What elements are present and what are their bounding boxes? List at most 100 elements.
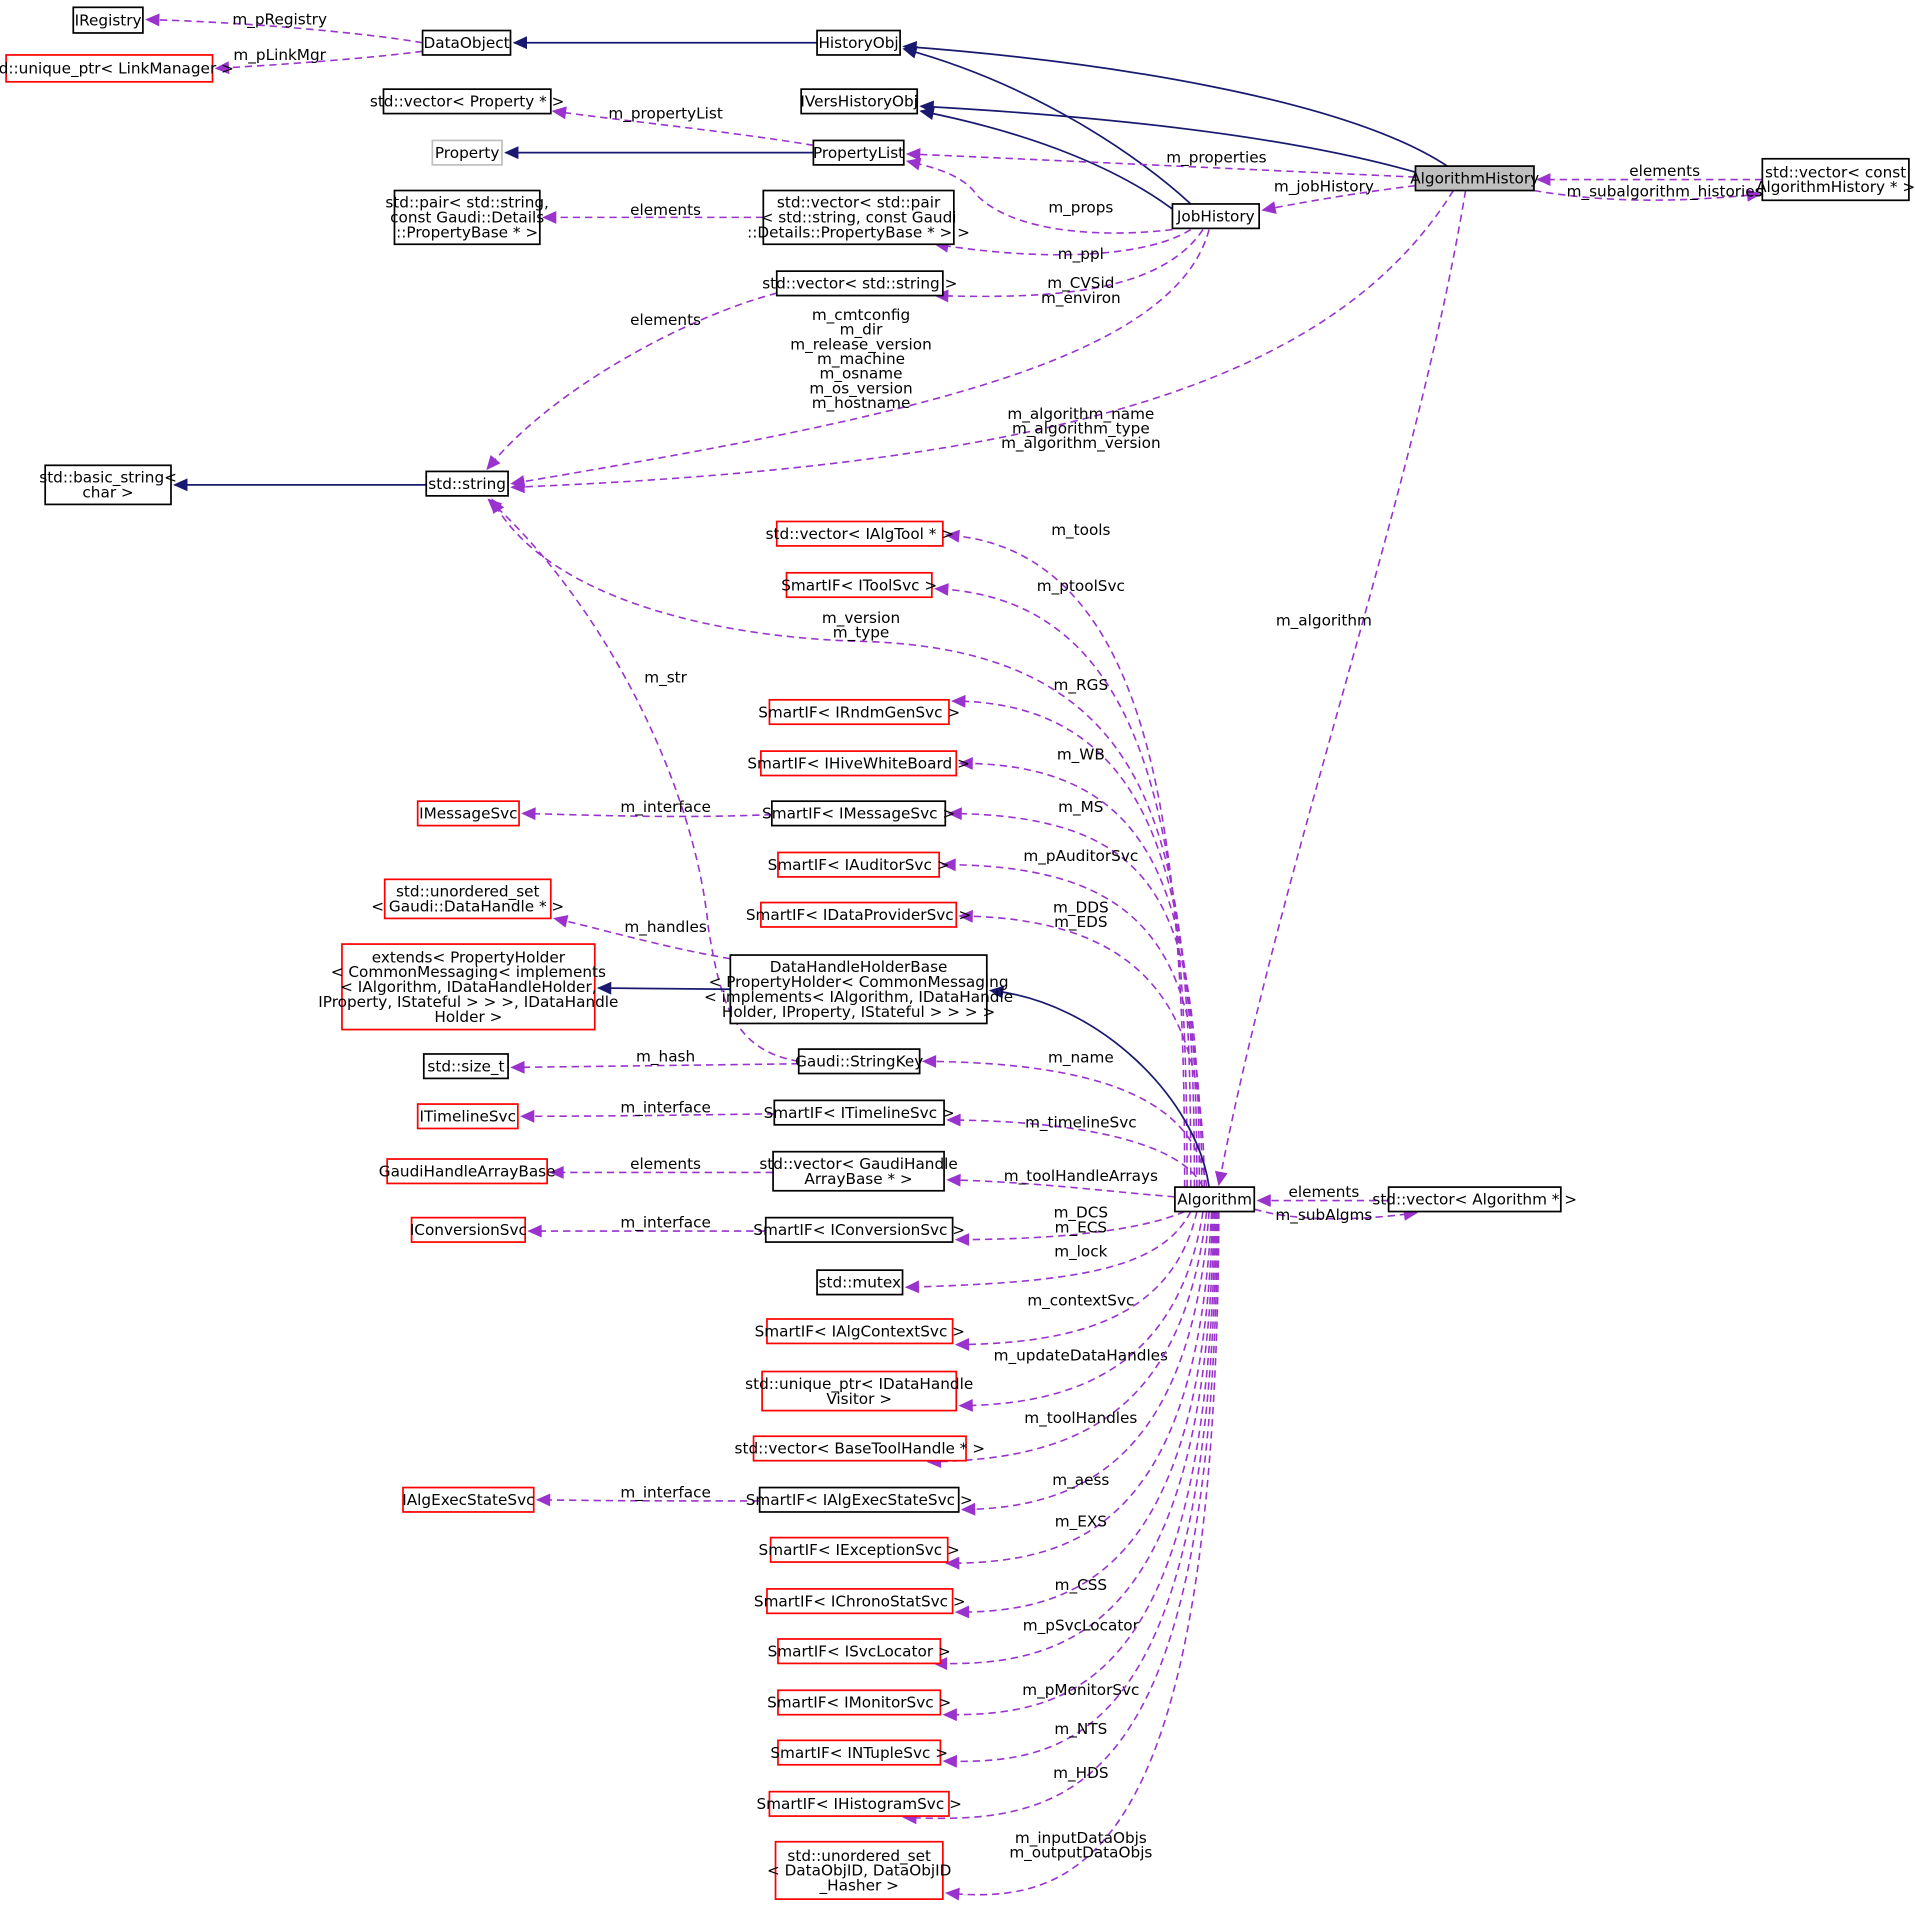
node-unordered-set-dataobjid[interactable]: std::unordered_set< DataObjID, DataObjID… <box>767 1840 951 1900</box>
edge-line <box>1218 190 1467 1185</box>
node-label: const Gaudi::Details <box>390 209 544 227</box>
node-box <box>1761 157 1910 202</box>
node-box <box>729 954 988 1025</box>
edge-line <box>944 1211 1218 1763</box>
node-box <box>771 800 947 827</box>
node-historyobj[interactable]: HistoryObj <box>816 29 901 56</box>
node-dataobject[interactable]: DataObject <box>421 29 512 56</box>
edge-pRegistry: m_pRegistry <box>145 10 423 44</box>
node-smartif-intuplesvc[interactable]: SmartIF< INTupleSvc > <box>770 1739 948 1766</box>
node-smartif-isvclocator[interactable]: SmartIF< ISvcLocator > <box>768 1638 951 1665</box>
node-label: Algorithm <box>1177 1191 1252 1209</box>
edge-line <box>903 1211 1219 1820</box>
edge-elements-valg: elements <box>1256 1183 1389 1207</box>
edge-cmtconfig: m_cmtconfigm_dirm_release_versionm_machi… <box>510 229 1210 488</box>
node-imessagesvc[interactable]: IMessageSvc <box>416 800 520 827</box>
node-iregistry[interactable]: IRegistry <box>72 6 144 34</box>
node-datahandleholderbase[interactable]: DataHandleHolderBase< PropertyHolder< Co… <box>704 954 1013 1025</box>
edge-label: m_updateDataHandles <box>994 1347 1168 1366</box>
node-vector-pair[interactable]: std::vector< std::pair< std::string, con… <box>747 189 970 246</box>
node-vector-algorithm[interactable]: std::vector< Algorithm * > <box>1372 1186 1577 1213</box>
node-extends-propertyholder[interactable]: extends< PropertyHolder< CommonMessaging… <box>318 943 618 1031</box>
arrowhead <box>512 36 527 50</box>
node-smartif-ialgcontextsvc[interactable]: SmartIF< IAlgContextSvc > <box>755 1318 965 1345</box>
edge-label: m_contextSvc <box>1027 1292 1134 1311</box>
edge-line <box>990 989 1210 1188</box>
node-label: SmartIF< IHiveWhiteBoard > <box>747 755 969 773</box>
node-iconversionsvc[interactable]: IConversionSvc <box>410 1216 527 1243</box>
node-vector-ialgtool[interactable]: std::vector< IAlgTool * > <box>766 520 954 547</box>
node-itimelinesvc[interactable]: ITimelineSvc <box>416 1103 519 1130</box>
edge-label: m_aess <box>1052 1471 1109 1490</box>
edge-label: m_DCS <box>1054 1204 1109 1223</box>
node-smartif-ichronostatsvc[interactable]: SmartIF< IChronoStatSvc > <box>754 1588 966 1615</box>
node-label: DataHandleHolderBase <box>770 958 948 976</box>
edge-str: m_str <box>487 498 799 1063</box>
node-label: std::vector< Algorithm * > <box>1372 1191 1577 1209</box>
node-vector-gaudihandlearraybase[interactable]: std::vector< GaudiHandleArrayBase * > <box>759 1150 958 1192</box>
node-box <box>777 1689 942 1716</box>
node-label: ::Details::PropertyBase * > > <box>747 224 970 242</box>
node-gaudihandlearraybase[interactable]: GaudiHandleArrayBase <box>379 1158 556 1185</box>
edge-label: m_str <box>644 669 687 688</box>
edge-label: m_subalgorithm_histories <box>1567 183 1763 202</box>
node-vector-string[interactable]: std::vector< std::string > <box>762 270 957 297</box>
node-label: Visitor > <box>826 1390 892 1408</box>
arrowhead <box>596 981 612 995</box>
node-smartif-ihistogramsvc[interactable]: SmartIF< IHistogramSvc > <box>757 1790 962 1817</box>
node-label: std::unique_ptr< IDataHandle <box>745 1375 973 1394</box>
arrowhead <box>921 1055 937 1068</box>
node-smartif-itimelinesvc[interactable]: SmartIF< ITimelineSvc > <box>764 1099 955 1126</box>
node-vector-property[interactable]: std::vector< Property * > <box>370 88 565 115</box>
node-size-t[interactable]: std::size_t <box>422 1053 509 1080</box>
edge-label: m_release_version <box>790 335 932 354</box>
edge-label: m_timelineSvc <box>1025 1113 1137 1132</box>
node-basic-string[interactable]: std::basic_string<char > <box>39 464 177 506</box>
edge-timelineSvc: m_timelineSvc <box>946 1113 1204 1188</box>
node-smartif-ihivewhiteboard[interactable]: SmartIF< IHiveWhiteBoard > <box>747 750 970 777</box>
node-unique-ptr-linkmanager[interactable]: std::unique_ptr< LinkManager > <box>0 54 234 83</box>
node-smartif-idataprovidersvc[interactable]: SmartIF< IDataProviderSvc > <box>746 901 971 928</box>
node-algorithmhistory[interactable]: AlgorithmHistory <box>1410 165 1539 192</box>
node-property[interactable]: Property <box>431 139 503 166</box>
node-smartif-ialgexecstatesvc[interactable]: SmartIF< IAlgExecStateSvc > <box>746 1486 973 1513</box>
arrowhead <box>504 146 519 160</box>
node-unordered-set-datahandle[interactable]: std::unordered_set< Gaudi::DataHandle * … <box>371 878 564 920</box>
node-box <box>766 1588 954 1615</box>
edge-line <box>946 1211 1213 1565</box>
edge-line <box>522 812 772 818</box>
node-smartif-imonitorsvc[interactable]: SmartIF< IMonitorSvc > <box>767 1689 951 1716</box>
edge-subalgorithm-histories: m_subalgorithm_histories <box>1533 183 1763 202</box>
edge-jobHistory: m_jobHistory <box>1261 178 1416 214</box>
node-smartif-iconversionsvc[interactable]: SmartIF< IConversionSvc > <box>753 1216 965 1243</box>
node-smartif-itoolsvc[interactable]: SmartIF< IToolSvc > <box>781 571 937 599</box>
edge-line <box>923 1060 1208 1188</box>
node-label: SmartIF< ISvcLocator > <box>768 1642 951 1660</box>
node-label: Property <box>435 144 500 162</box>
node-propertylist[interactable]: PropertyList <box>812 139 905 166</box>
node-smartif-iexceptionsvc[interactable]: SmartIF< IExceptionSvc > <box>759 1536 960 1563</box>
edge-label: elements <box>630 1155 701 1173</box>
node-string[interactable]: std::string <box>425 470 509 497</box>
node-mutex[interactable]: std::mutex <box>816 1269 904 1296</box>
node-jobhistory[interactable]: JobHistory <box>1171 203 1261 230</box>
node-ivershistoryobj[interactable]: IVersHistoryObj <box>800 88 919 115</box>
node-algorithm[interactable]: Algorithm <box>1174 1186 1256 1213</box>
node-pair-propertybase[interactable]: std::pair< std::string,const Gaudi::Deta… <box>385 189 549 246</box>
node-smartif-irndmgensvc[interactable]: SmartIF< IRndmGenSvc > <box>758 698 960 726</box>
node-stringkey[interactable]: Gaudi::StringKey <box>795 1048 923 1075</box>
edge-line <box>946 534 1186 1188</box>
node-box <box>775 270 944 297</box>
node-box <box>416 800 520 827</box>
node-smartif-imessagesvc[interactable]: SmartIF< IMessageSvc > <box>762 800 955 827</box>
edge-elements-pair: elements <box>541 201 764 224</box>
node-smartif-iauditorsvc[interactable]: SmartIF< IAuditorSvc > <box>768 851 950 878</box>
node-box <box>800 88 919 115</box>
node-ialgexecstatesvc[interactable]: IAlgExecStateSvc <box>402 1486 535 1513</box>
node-vector-basetoolhandle[interactable]: std::vector< BaseToolHandle * > <box>735 1435 986 1462</box>
node-box <box>72 6 144 34</box>
